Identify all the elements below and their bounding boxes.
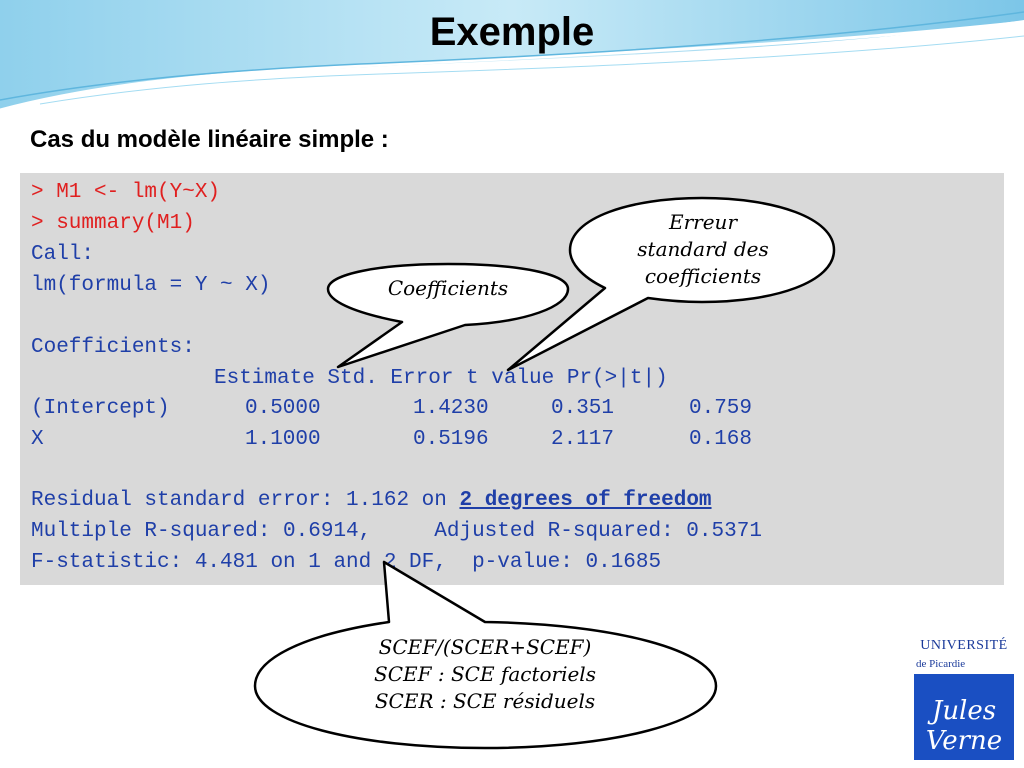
slide-title: Exemple — [429, 10, 595, 54]
callout-coefficients-text: Coefficients — [387, 276, 509, 300]
callout-std-error-text: Erreur standard des coefficients — [590, 209, 816, 290]
logo-signature-block: Jules Verne — [914, 674, 1014, 760]
degrees-of-freedom-link[interactable]: 2 degrees of freedom — [459, 489, 712, 512]
slide-subtitle: Cas du modèle linéaire simple : — [30, 126, 389, 153]
callout-line: Erreur — [669, 210, 737, 234]
coefficients-label: Coefficients: — [31, 336, 195, 359]
callout-coefficients-bubble — [326, 262, 570, 369]
coef-row-estimate: 0.5000 — [245, 397, 321, 420]
logo-picardie-text: de Picardie — [916, 658, 966, 670]
coef-row-estimate: 1.1000 — [245, 428, 321, 451]
callout-line: standard des — [637, 237, 769, 261]
callout-line: SCEF : SCE factoriels — [374, 662, 596, 686]
callout-line: SCEF/(SCER+SCEF) — [378, 635, 592, 659]
call-label: Call: — [31, 243, 95, 266]
f-statistic-line: F-statistic: 4.481 on 1 and 2 DF, p-valu… — [31, 551, 662, 574]
r-squared-line: Multiple R-squared: 0.6914, Adjusted R-s… — [31, 520, 762, 543]
command-line: > summary(M1) — [31, 212, 195, 235]
logo-university-text: UNIVERSITÉ — [920, 638, 1008, 653]
header-wave-decoration — [0, 0, 1024, 112]
command-line: > M1 <- lm(Y~X) — [31, 181, 221, 204]
callout-line: SCER : SCE résiduels — [374, 689, 596, 713]
coef-row-std-error: 1.4230 — [413, 397, 489, 420]
callout-r-squared-bubble — [253, 560, 718, 750]
residual-std-error-text: Residual standard error: 1.162 on — [31, 489, 460, 512]
coef-row-std-error: 0.5196 — [413, 428, 489, 451]
coefficients-table-header: Estimate Std. Error t value Pr(>|t|) — [214, 367, 668, 390]
coef-row-t-value: 2.117 — [551, 428, 615, 451]
coef-row-name: (Intercept) — [31, 397, 170, 420]
r-output-box — [20, 173, 1004, 585]
callout-std-error-bubble — [506, 196, 836, 372]
coef-row-t-value: 0.351 — [551, 397, 615, 420]
call-formula: lm(formula = Y ~ X) — [31, 274, 271, 297]
coef-row-p-value: 0.168 — [689, 428, 753, 451]
university-logo: UNIVERSITÉ de Picardie Jules Verne — [912, 638, 1016, 760]
coef-row-name: X — [31, 428, 44, 451]
residual-std-error-line: Residual standard error: 1.162 on 2 degr… — [31, 486, 712, 516]
coef-row-p-value: 0.759 — [689, 397, 753, 420]
callout-line: coefficients — [644, 264, 762, 288]
callout-r-squared-text: SCEF/(SCER+SCEF) SCEF : SCE factoriels S… — [290, 634, 680, 715]
logo-signature: Jules Verne — [925, 696, 1003, 756]
